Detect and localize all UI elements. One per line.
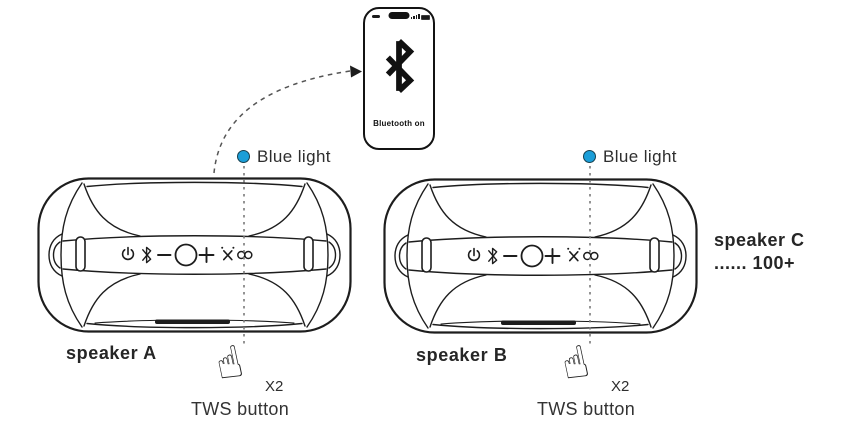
speaker-a-label: speaker A <box>66 343 157 363</box>
speaker-b-illustration <box>383 178 698 334</box>
signal-icon <box>410 14 420 19</box>
bluetooth-logo-icon <box>385 39 415 93</box>
speaker-c-count: ...... 100+ <box>714 253 796 273</box>
dynamic-island <box>388 12 410 19</box>
battery-icon <box>420 14 430 21</box>
speaker-c-label: speaker C <box>714 230 805 250</box>
speaker-c-block: speaker C ...... 100+ <box>714 229 805 275</box>
tap-count-b: X2 <box>611 378 630 395</box>
bluetooth-on-label: Bluetooth on <box>373 119 425 128</box>
tws-button-label-a: TWS button <box>190 399 290 419</box>
speaker-b-label: speaker B <box>416 345 508 365</box>
blue-light-indicator-b <box>583 150 596 163</box>
tap-hand-icon-a: ☝ <box>210 335 248 392</box>
blue-light-label-b: Blue light <box>603 147 677 166</box>
tap-count-a: X2 <box>265 378 284 395</box>
blue-light-indicator-a <box>237 150 250 163</box>
tws-button-label-b: TWS button <box>536 399 636 419</box>
arrowhead-icon <box>350 65 362 78</box>
blue-light-label-a: Blue light <box>257 147 331 166</box>
speaker-a-illustration <box>37 177 352 333</box>
tap-hand-icon-b: ☝ <box>556 335 594 392</box>
status-time-mark <box>372 15 380 18</box>
phone-illustration: Bluetooth on <box>363 7 435 150</box>
